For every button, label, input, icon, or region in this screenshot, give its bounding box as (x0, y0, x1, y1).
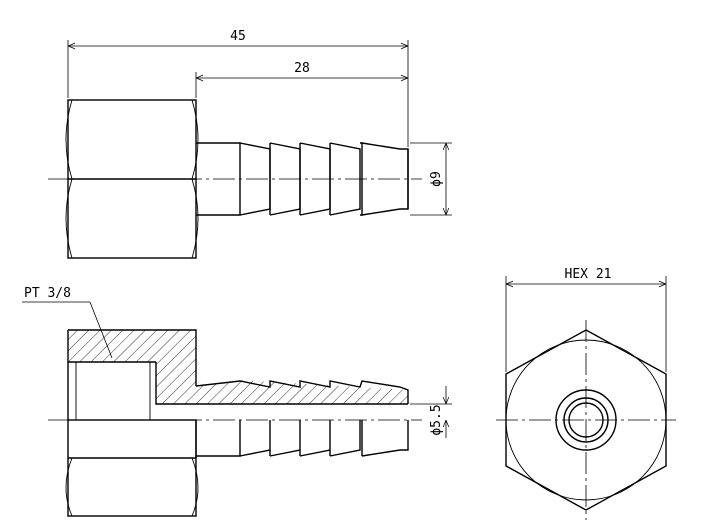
hex-chamfer-left (65, 99, 73, 259)
dim-label-d55: ϕ5.5 (429, 404, 444, 435)
bore-top-line (155, 362, 408, 405)
top-view: 45 28 ϕ9 (48, 29, 452, 259)
end-view: HEX 21 (496, 267, 676, 520)
thread-leader-line (89, 301, 113, 359)
section-hex-bottom (67, 419, 197, 517)
dim-label-hex: HEX 21 (565, 267, 612, 282)
dim-label-45: 45 (230, 29, 246, 44)
section-hatch (68, 330, 408, 404)
section-view: PT 3/8 ϕ5.5 (22, 286, 452, 517)
hex-outline (505, 329, 667, 511)
dim-label-28: 28 (294, 61, 310, 76)
thread-label: PT 3/8 (24, 286, 71, 301)
section-hex-top (68, 329, 197, 386)
dim-label-d9: ϕ9 (429, 171, 444, 187)
